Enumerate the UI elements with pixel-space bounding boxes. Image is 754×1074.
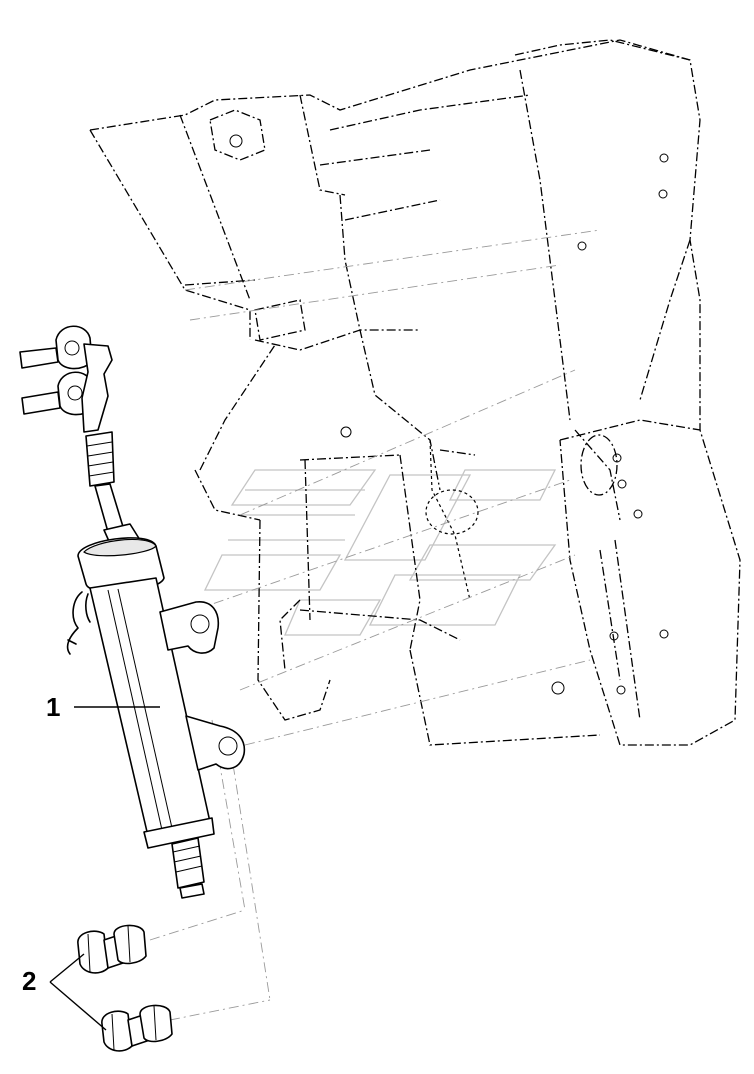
- bolt-upper: [77, 924, 147, 974]
- callout-1-label: 1: [46, 692, 60, 722]
- watermark-logo: [203, 469, 557, 636]
- bolt-lower: [101, 1004, 173, 1052]
- callout-2-leader-lower: [49, 981, 107, 1031]
- slave-cylinder: [19, 325, 246, 899]
- chassis-frame: [89, 39, 741, 746]
- reference-lines: [149, 229, 601, 1021]
- callout-2: 2: [22, 953, 107, 1031]
- callout-2-label: 2: [22, 966, 36, 996]
- callout-1: 1: [46, 692, 160, 722]
- callout-2-leader-upper: [49, 953, 85, 983]
